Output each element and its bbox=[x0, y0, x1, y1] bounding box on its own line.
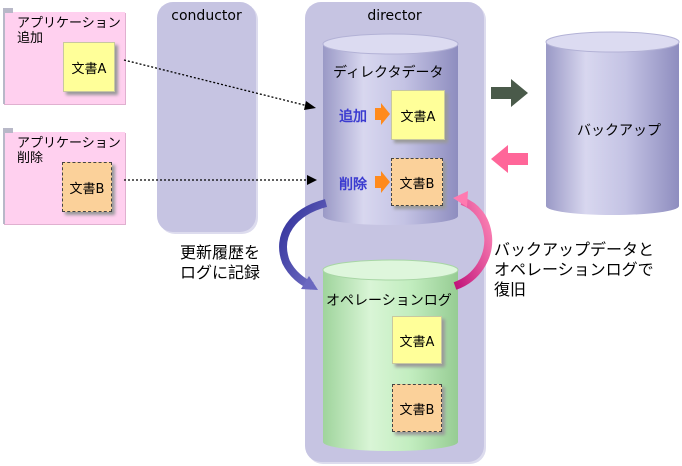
backup-cylinder bbox=[545, 31, 680, 215]
director-title: director bbox=[367, 8, 422, 24]
history-arc-arrow bbox=[279, 199, 328, 290]
op-delete-label: 削除 bbox=[339, 177, 367, 193]
directory-doc-a: 文書A bbox=[391, 90, 445, 140]
orange-arrow-add bbox=[375, 103, 390, 125]
app-add-label: アプリケーション 追加 bbox=[17, 16, 121, 46]
app-delete-box: アプリケーション 削除 文書B bbox=[3, 132, 125, 224]
log-doc-a: 文書A bbox=[392, 316, 442, 364]
conductor-title: conductor bbox=[171, 8, 242, 24]
app-delete-doc: 文書B bbox=[62, 162, 112, 212]
arrow-from-backup bbox=[491, 145, 528, 173]
app-add-tab bbox=[3, 8, 13, 13]
orange-arrow-delete bbox=[375, 171, 390, 193]
backup-title: バックアップ bbox=[577, 123, 661, 139]
operation-log-title: オペレーションログ bbox=[326, 293, 452, 309]
conductor-panel: conductor bbox=[157, 2, 256, 232]
directory-data-title: ディレクタデータ bbox=[333, 65, 444, 81]
app-delete-tab bbox=[3, 128, 13, 133]
directory-doc-b: 文書B bbox=[391, 158, 443, 206]
restore-arc-arrow bbox=[453, 197, 493, 290]
op-add-label: 追加 bbox=[339, 109, 367, 125]
history-caption: 更新履歴を ログに記録 bbox=[180, 243, 261, 282]
app-delete-label: アプリケーション 削除 bbox=[17, 136, 121, 166]
dotted-line-add bbox=[123, 59, 309, 107]
arrow-to-backup bbox=[491, 79, 528, 107]
log-doc-b: 文書B bbox=[392, 384, 442, 432]
app-add-box: アプリケーション 追加 文書A bbox=[3, 12, 125, 104]
restore-caption: バックアップデータと オペレーションログで 復旧 bbox=[494, 240, 655, 299]
app-add-doc: 文書A bbox=[63, 42, 115, 92]
